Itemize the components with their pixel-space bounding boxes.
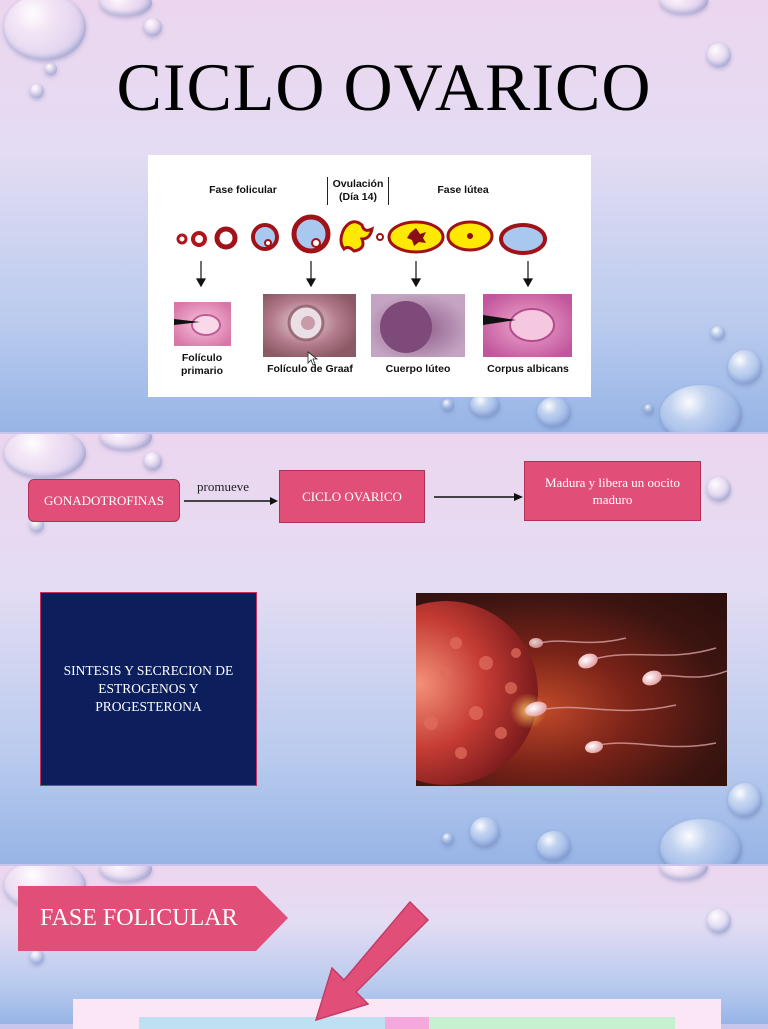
water-drop [4, 434, 86, 478]
box-ciclo-ovarico: CICLO OVARICO [279, 470, 425, 523]
arrow-promueve [184, 497, 278, 505]
phase-luteal-label: Fase lútea [437, 184, 489, 196]
follicle-sequence [174, 214, 572, 366]
water-drop [100, 866, 152, 882]
label-folliculo-primario: Folículo primario [166, 352, 238, 378]
ovulation-divider [388, 177, 389, 205]
mouse-cursor [307, 351, 319, 366]
water-drop [45, 63, 57, 75]
water-drop [470, 393, 500, 417]
fase-folicular-tag [18, 886, 288, 951]
ruptured-follicle [339, 220, 375, 253]
follicle-stage-3 [214, 226, 238, 250]
oocyte [416, 601, 538, 785]
water-drop [660, 866, 708, 880]
box-sintesis: SINTESIS Y SECRECION DE ESTROGENOS Y PRO… [40, 592, 257, 786]
water-drop [728, 783, 762, 817]
oocyte-sperm-image [416, 593, 727, 786]
water-drop [470, 817, 500, 847]
box-gonadotrofinas: GONADOTROFINAS [28, 479, 180, 522]
label-foliculo-graaf: Folículo de Graaf [267, 363, 353, 375]
ovarian-cycle-diagram: Fase folicular Ovulación (Día 14) Fase l… [148, 155, 591, 397]
sperm-head [642, 670, 662, 686]
water-drop [660, 385, 742, 432]
water-drop [442, 399, 454, 411]
water-drop [537, 831, 571, 861]
corpus-albicans [499, 223, 547, 255]
water-drop [30, 84, 44, 98]
water-drop [30, 950, 44, 964]
water-drop [442, 833, 454, 845]
water-drop [660, 0, 708, 14]
water-drop [728, 350, 762, 384]
panel-cell [429, 1017, 675, 1029]
water-drop [707, 909, 731, 933]
water-drop [644, 404, 654, 414]
water-drop [144, 18, 162, 36]
ovulation-divider [327, 177, 328, 205]
label-primary-line1: Folículo [181, 352, 223, 364]
follicle-stage-1 [176, 233, 188, 245]
sperm-head [529, 638, 543, 648]
water-drop [537, 397, 571, 427]
water-drop [707, 477, 731, 501]
follicle-stage-2 [191, 231, 207, 247]
oocyte-sperm-illustration [416, 601, 727, 785]
ovulation-line1: Ovulación [332, 178, 384, 190]
label-cuerpo-luteo: Cuerpo lúteo [385, 363, 451, 375]
box-madura-libera: Madura y libera un oocito maduro [524, 461, 701, 521]
label-primary-line2: primario [180, 365, 223, 377]
slide-title: CICLO OVARICO [116, 49, 652, 125]
arrow-to-madura [434, 493, 523, 501]
water-drop [707, 43, 731, 67]
water-drop [4, 0, 86, 60]
sperm-head [578, 653, 598, 669]
pink-arrow-down-left [314, 900, 430, 1022]
phase-ovulation-label: Ovulación (Día 14) [329, 178, 387, 204]
fase-folicular-heading: FASE FOLICULAR [40, 905, 238, 931]
water-drop [100, 0, 152, 16]
ovulation-line2: (Día 14) [339, 191, 377, 203]
water-drop [144, 452, 162, 470]
label-corpus-albicans: Corpus albicans [487, 363, 569, 375]
water-drop [711, 326, 725, 340]
follicle-graaf [291, 214, 331, 254]
water-drop [100, 434, 152, 450]
sperm-head [525, 701, 547, 717]
arrow-label-promueve: promueve [197, 479, 249, 494]
water-drop [660, 819, 742, 864]
sperm-head [585, 740, 603, 754]
phase-follicular-label: Fase folicular [209, 184, 277, 196]
